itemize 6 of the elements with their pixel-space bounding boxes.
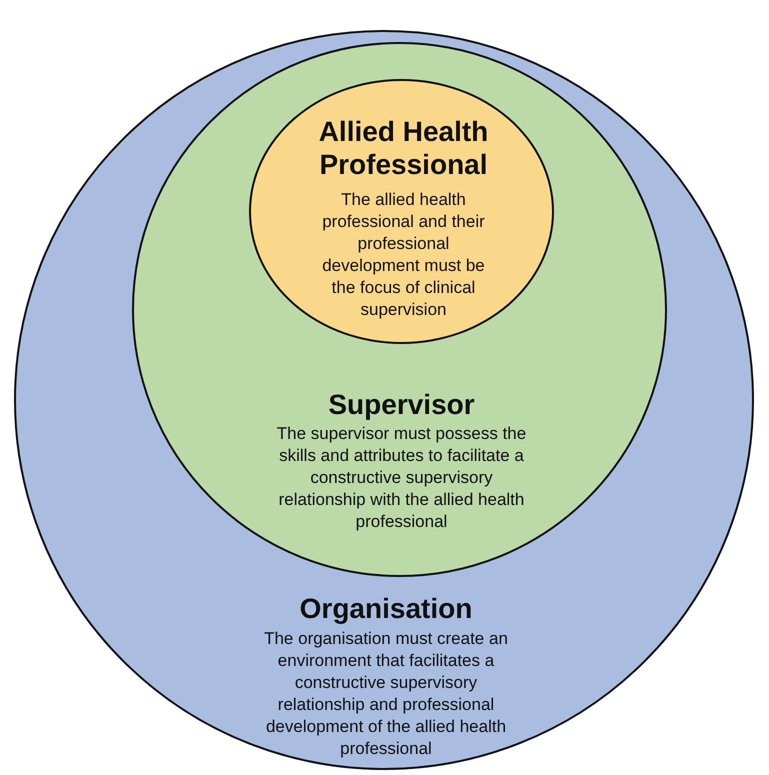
description: The allied health professional and their professional development must be the focus of clinical supervision [321,189,486,321]
description: The supervisor must possess the skills and attributes to facilitate a constructive supervisory relationship with the allied health professional [276,423,528,533]
description: The organisation must create an environment that facilitates a constructive supervisory relationship and professional development of the allied health professional [263,628,509,760]
heading: Allied Health Professional [318,115,490,181]
heading: Organisation [298,592,474,625]
heading: Supervisor [327,388,476,421]
